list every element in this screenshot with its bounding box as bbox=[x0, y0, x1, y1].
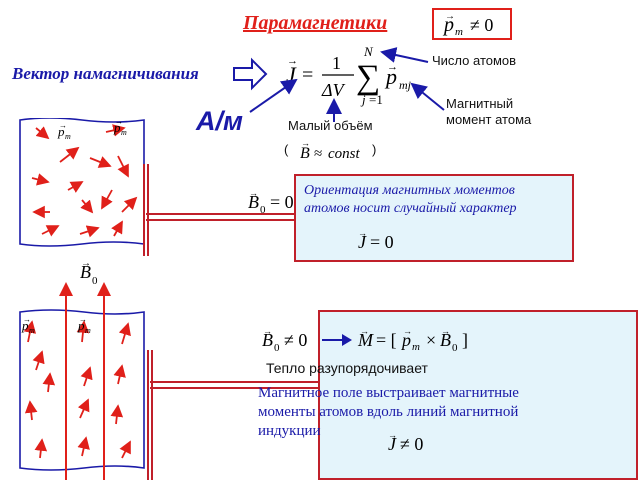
svg-text:=1: =1 bbox=[369, 92, 383, 107]
sample-aligned: B 0 → p m → p m → bbox=[18, 258, 150, 480]
b0-zero-formula: B 0 → = 0 bbox=[248, 188, 294, 216]
svg-text:→: → bbox=[81, 258, 91, 269]
svg-text:p: p bbox=[77, 318, 85, 333]
svg-text:→: → bbox=[59, 121, 67, 130]
random-orientation-box: Ориентация магнитных моментов атомов нос… bbox=[294, 174, 574, 262]
svg-text:p: p bbox=[57, 124, 65, 139]
svg-text:1: 1 bbox=[332, 53, 341, 73]
moment-note-line1: Магнитный bbox=[446, 96, 514, 111]
svg-text:m: m bbox=[29, 326, 35, 335]
svg-text:0: 0 bbox=[260, 204, 266, 216]
heat-note: Тепло разупорядочивает bbox=[266, 360, 428, 376]
svg-text:=: = bbox=[302, 64, 313, 86]
aligned-box bbox=[318, 310, 638, 480]
box2-line3: индукции bbox=[258, 423, 321, 439]
svg-text:≠ 0: ≠ 0 bbox=[284, 330, 307, 350]
svg-text:j: j bbox=[360, 92, 366, 107]
sample-random-drawing: p m → p m → bbox=[19, 117, 145, 247]
svg-text:→: → bbox=[79, 315, 87, 324]
unit-pointer bbox=[249, 78, 298, 113]
svg-text:const: const bbox=[328, 146, 360, 162]
svg-text:m: m bbox=[65, 132, 71, 141]
svg-text:B: B bbox=[300, 145, 310, 162]
svg-text:→: → bbox=[388, 430, 397, 440]
svg-text:J: J bbox=[286, 62, 297, 87]
j-nonzero-formula: J → ≠ 0 bbox=[388, 430, 423, 454]
atom-count-note: Число атомов bbox=[432, 53, 517, 68]
connector-1 bbox=[143, 164, 298, 256]
svg-text:→: → bbox=[387, 61, 398, 73]
svg-text:ΔV: ΔV bbox=[321, 80, 346, 100]
svg-text:0: 0 bbox=[274, 342, 280, 354]
magnetization-unit: А/м bbox=[196, 106, 243, 136]
svg-text:→: → bbox=[358, 228, 367, 238]
magnetization-formula: J → = 1 ΔV N ∑ j =1 p → mj bbox=[286, 44, 412, 107]
box2-line1: Магнитное поле выстраивает магнитные bbox=[258, 385, 519, 401]
small-volume-note: Малый объём bbox=[288, 118, 373, 133]
svg-text:0: 0 bbox=[92, 275, 98, 287]
b-approx-const-formula: B → ≈ const bbox=[300, 138, 360, 162]
paren-close: ) bbox=[372, 142, 377, 157]
svg-text:p: p bbox=[21, 318, 29, 333]
svg-text:×: × bbox=[426, 330, 436, 350]
svg-text:= 0: = 0 bbox=[370, 232, 394, 252]
box2-line2: моменты атомов вдоль линий магнитной bbox=[258, 404, 519, 420]
svg-text:0: 0 bbox=[452, 342, 458, 354]
svg-text:B: B bbox=[248, 192, 259, 212]
svg-text:→: → bbox=[115, 118, 123, 126]
pm-nonzero-box: p m → ≠ 0 bbox=[432, 8, 512, 40]
svg-text:N: N bbox=[363, 44, 374, 59]
sample-aligned-drawing: B 0 → p m → p m → bbox=[19, 258, 145, 480]
moment-note-line2: момент атома bbox=[446, 112, 532, 127]
svg-text:→: → bbox=[360, 326, 369, 336]
svg-text:∑: ∑ bbox=[356, 59, 380, 96]
svg-text:= 0: = 0 bbox=[270, 192, 294, 212]
box1-line1: Ориентация магнитных моментов bbox=[304, 183, 515, 198]
svg-text:≠ 0: ≠ 0 bbox=[400, 434, 423, 454]
connector-2 bbox=[147, 350, 322, 480]
paren-open: ( bbox=[284, 142, 289, 157]
pm-nonzero-formula: p m → ≠ 0 bbox=[442, 11, 493, 38]
box1-line2: атомов носит случайный характер bbox=[304, 201, 517, 216]
svg-text:→: → bbox=[249, 188, 258, 198]
svg-text:J: J bbox=[388, 434, 397, 454]
svg-text:m: m bbox=[455, 26, 463, 38]
svg-text:mj: mj bbox=[399, 78, 412, 92]
svg-text:B: B bbox=[262, 330, 273, 350]
sample-random: p m → p m → bbox=[18, 117, 146, 248]
svg-text:p: p bbox=[442, 14, 454, 36]
svg-text:→: → bbox=[23, 315, 31, 324]
svg-text:p: p bbox=[400, 330, 411, 350]
svg-text:→: → bbox=[301, 138, 310, 148]
svg-text:m: m bbox=[412, 341, 420, 353]
svg-text:m: m bbox=[85, 326, 91, 335]
svg-text:≈: ≈ bbox=[314, 146, 322, 162]
svg-text:→: → bbox=[263, 326, 272, 336]
svg-text:B: B bbox=[440, 330, 451, 350]
svg-text:m: m bbox=[121, 128, 127, 137]
svg-text:= [: = [ bbox=[376, 330, 397, 350]
j-zero-formula: J → = 0 bbox=[358, 228, 394, 252]
svg-text:→: → bbox=[403, 326, 412, 336]
svg-text:p: p bbox=[113, 120, 121, 135]
svg-text:→: → bbox=[441, 326, 450, 336]
svg-text:M: M bbox=[357, 330, 374, 350]
atom-count-pointer bbox=[380, 47, 429, 63]
magnetization-vector-label: Вектор намагничивания bbox=[12, 64, 199, 83]
moment-pointer bbox=[410, 82, 445, 111]
torque-formula: B 0 → ≠ 0 M → = [ p m → × B 0 → ] bbox=[262, 326, 468, 354]
svg-text:→: → bbox=[287, 55, 298, 67]
hollow-right-arrow-icon bbox=[233, 57, 268, 91]
svg-text:B: B bbox=[80, 262, 91, 282]
svg-text:J: J bbox=[358, 232, 367, 252]
svg-text:]: ] bbox=[462, 330, 468, 350]
svg-text:→: → bbox=[445, 11, 455, 22]
svg-text:p: p bbox=[384, 64, 397, 89]
page-title: Парамагнетики bbox=[243, 12, 388, 34]
svg-text:≠ 0: ≠ 0 bbox=[470, 15, 493, 35]
